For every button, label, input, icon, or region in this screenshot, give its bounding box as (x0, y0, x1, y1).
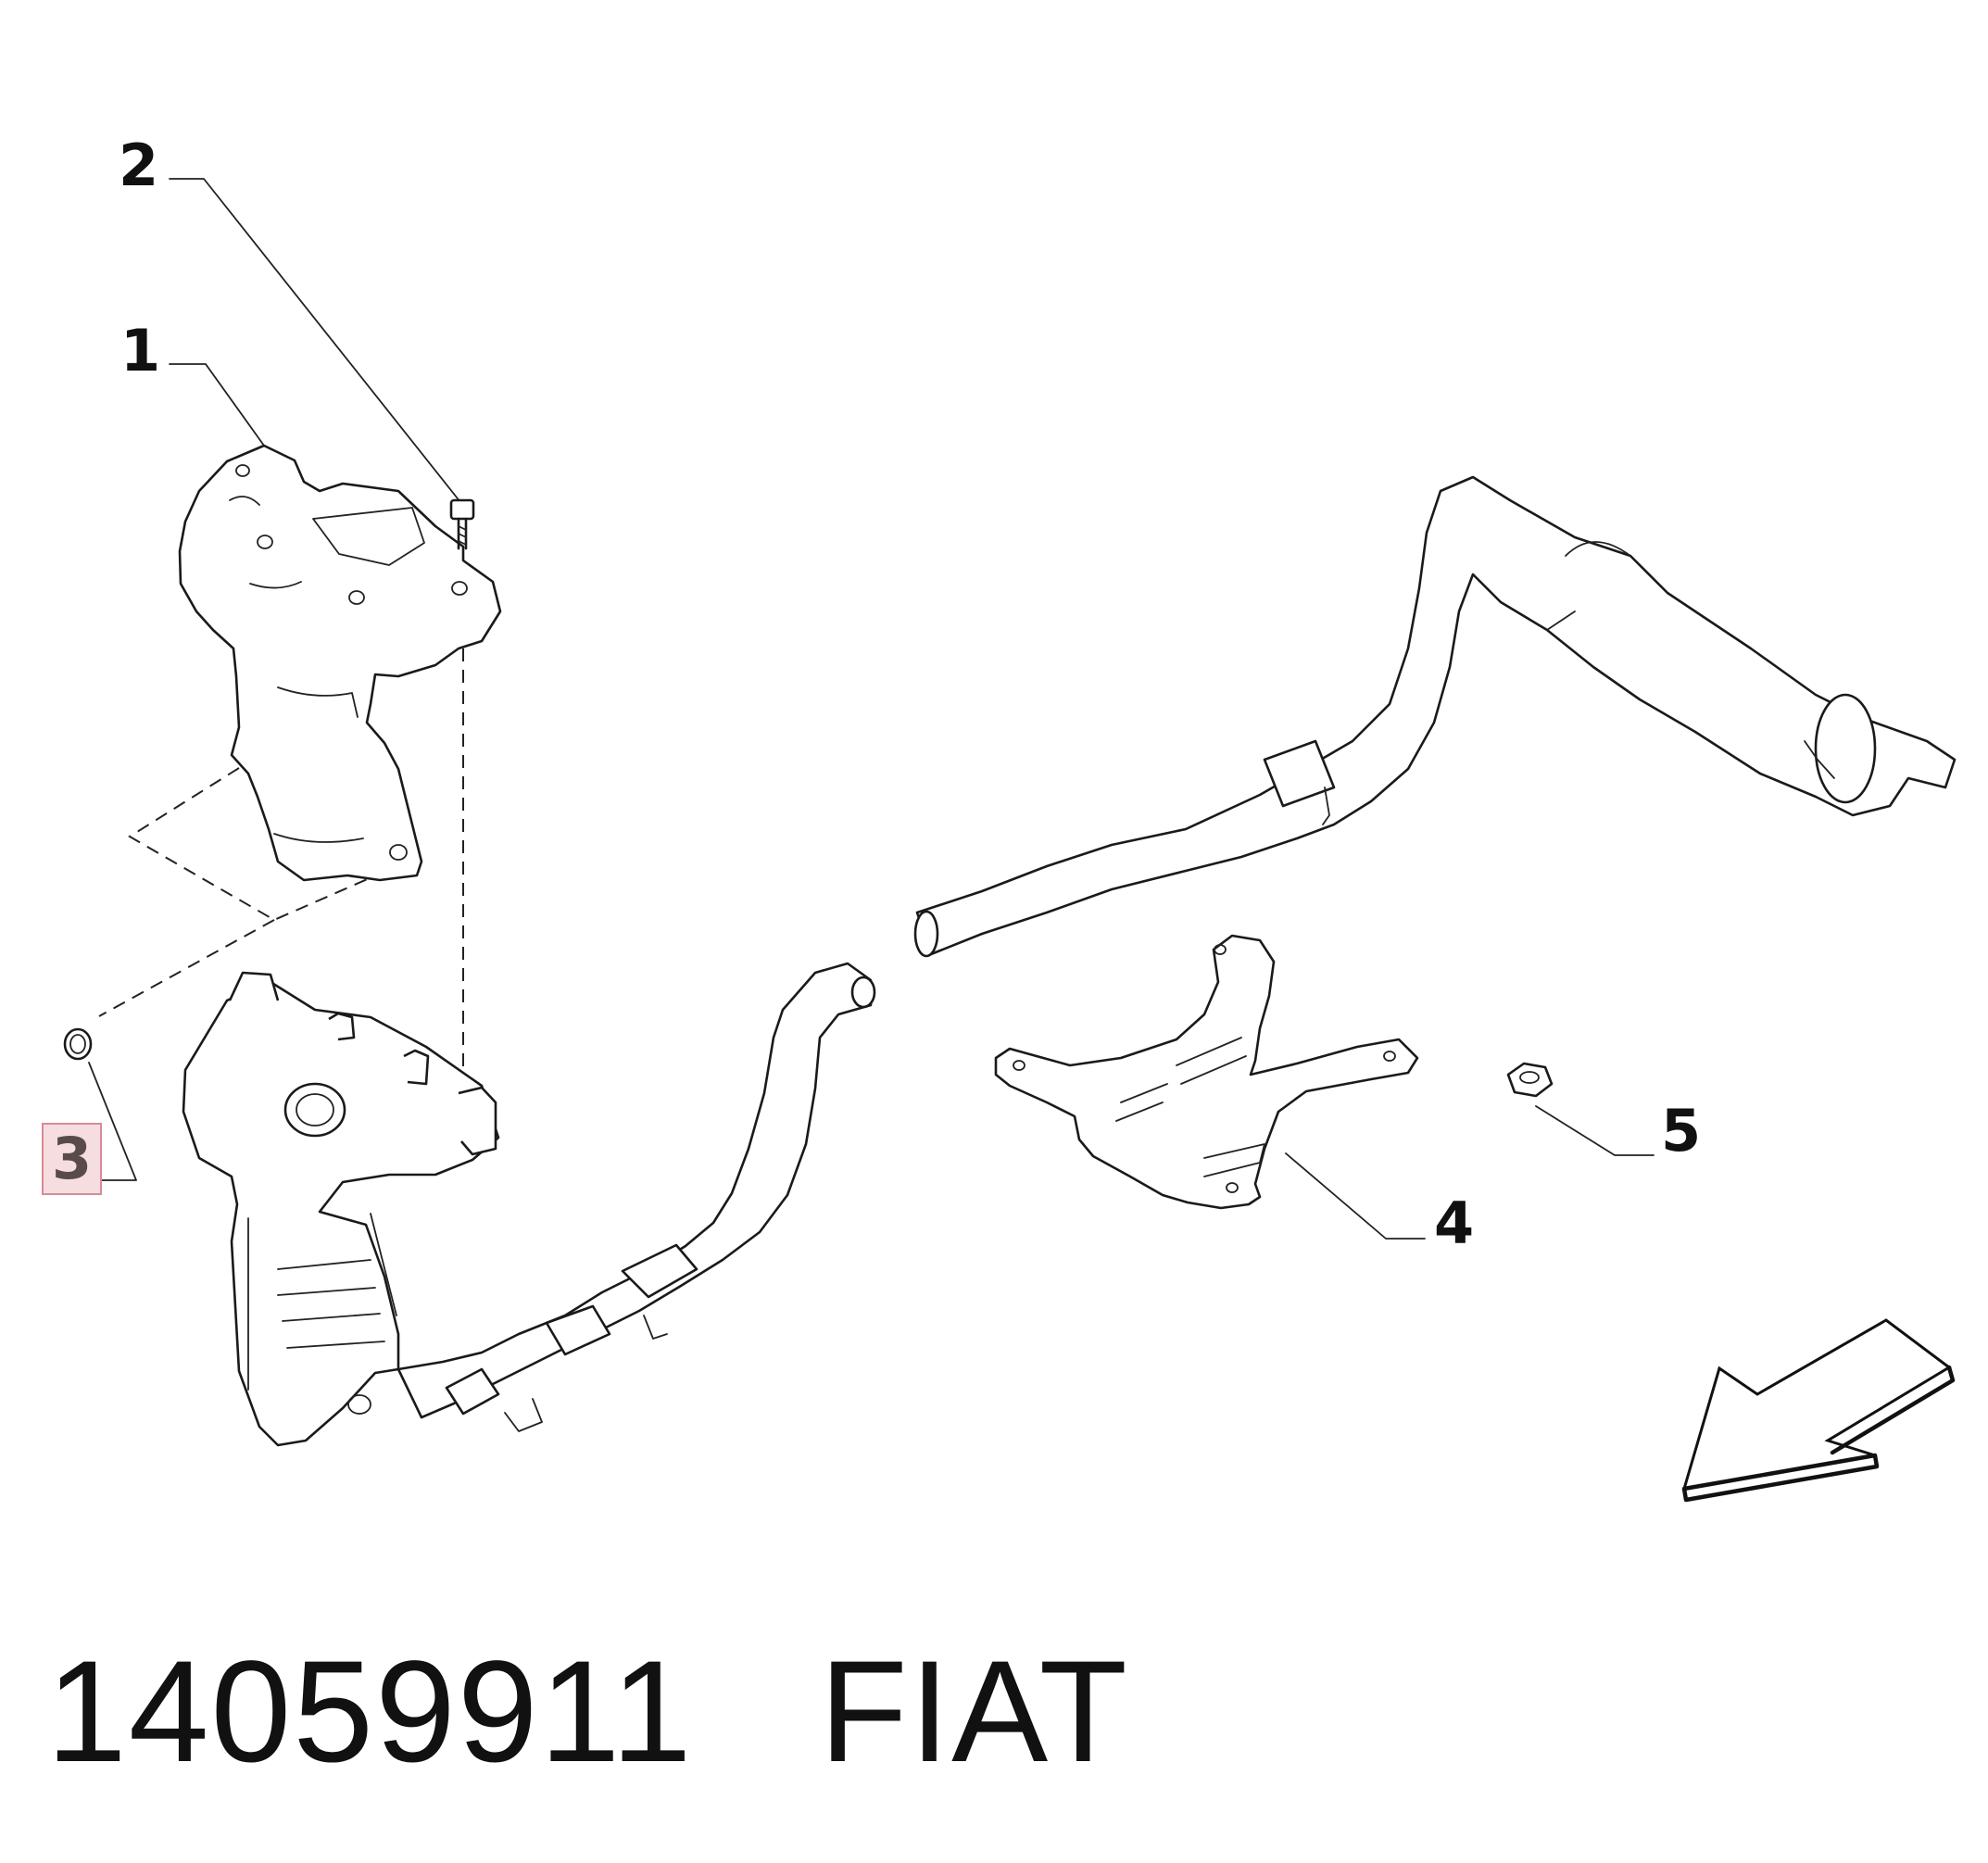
callout-2: 2 (119, 132, 159, 199)
nut (1506, 1062, 1554, 1098)
callout-1: 1 (120, 317, 161, 384)
leader-line-1 (169, 363, 265, 447)
leader-line-3 (88, 1062, 137, 1181)
bolt (449, 498, 475, 550)
callout-4: 4 (1434, 1190, 1475, 1257)
heat-shield-bracket (994, 934, 1419, 1210)
brand-name: FIAT (819, 1631, 1129, 1793)
callout-3: 3 (42, 1123, 103, 1195)
footer-caption: 14059911 FIAT (46, 1640, 1129, 1784)
leader-line-4 (1285, 1152, 1426, 1240)
catalytic-converter (182, 971, 500, 1447)
washer (63, 1027, 93, 1061)
manifold-heat-shield (178, 444, 502, 882)
leader-line-2 (169, 178, 461, 503)
callout-5: 5 (1661, 1097, 1702, 1164)
assembly-dashed-lines (98, 648, 464, 1075)
rear-pipe-muffler (913, 475, 1957, 958)
leader-line-5 (1535, 1105, 1655, 1156)
front-pipe (396, 962, 876, 1432)
orientation-arrow-icon (1681, 1318, 1956, 1503)
part-number: 14059911 (46, 1631, 694, 1793)
leader-lines (88, 178, 1655, 1240)
